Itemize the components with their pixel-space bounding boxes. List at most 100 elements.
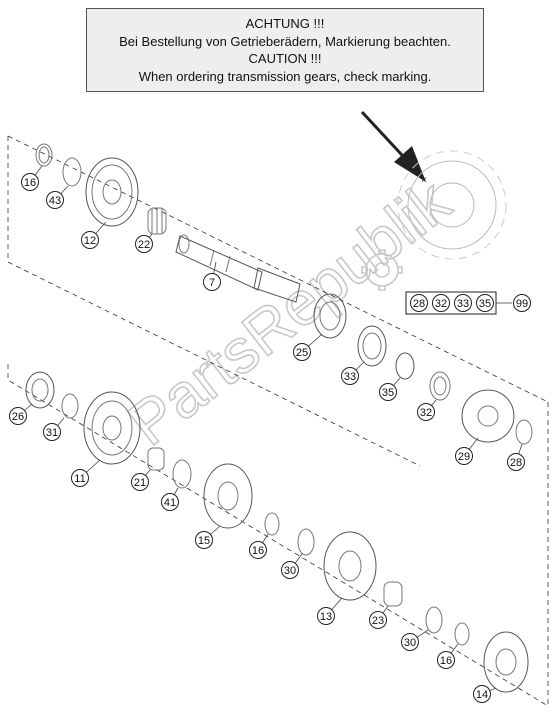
reference-gear-outline (397, 150, 507, 260)
callout-circle (476, 294, 494, 312)
part-main-shaft-7 (175, 234, 301, 303)
callout-label: 33 (457, 298, 469, 310)
callout-label: 30 (284, 565, 296, 577)
callout-circle (317, 607, 335, 625)
part-sprocket-29 (461, 389, 515, 443)
callout-label: 28 (510, 457, 522, 469)
callout-label: 16 (252, 545, 264, 557)
callout-circle (293, 343, 311, 361)
kit-callout-35: 35 (476, 294, 494, 312)
callout-label: 15 (198, 535, 210, 547)
part-spacer-32 (429, 371, 451, 401)
callout-29: 29 (455, 437, 479, 465)
callout-circle (417, 403, 435, 421)
callout-32: 32 (417, 399, 437, 421)
notice-line-achtung: ACHTUNG !!! (245, 16, 325, 31)
callout-label: 25 (296, 347, 308, 359)
part-seal-33 (357, 325, 387, 367)
callout-label: 11 (74, 473, 85, 485)
callout-circle (341, 367, 359, 385)
callout-41: 41 (161, 487, 179, 511)
callout-circle (161, 493, 179, 511)
callout-label: 35 (479, 298, 491, 310)
callout-21: 21 (131, 469, 151, 491)
callout-circle (281, 561, 299, 579)
callout-label: 31 (46, 427, 58, 439)
kit-callout-28: 28 (410, 294, 428, 312)
callout-16: 16 (437, 643, 459, 669)
gear-watermark-icon (361, 249, 403, 291)
callout-28: 28 (507, 443, 525, 471)
part-needle-bearing-23 (383, 581, 403, 607)
callout-16: 16 (21, 165, 43, 191)
callout-label: 32 (420, 407, 432, 419)
callout-label: 16 (440, 655, 452, 667)
callout-circle (43, 423, 61, 441)
callout-circle (379, 383, 397, 401)
part-needle-bearing-22 (147, 207, 167, 235)
part-circlip-16-middle (264, 512, 280, 536)
callout-label: 16 (24, 177, 36, 189)
kit-callout-33: 33 (454, 294, 472, 312)
callout-35: 35 (379, 377, 401, 401)
part-washer-30-middle (297, 528, 315, 556)
part-washer-41 (172, 459, 192, 489)
callout-label: 43 (49, 195, 61, 207)
callout-label: 41 (164, 497, 176, 509)
callout-13: 13 (317, 597, 343, 625)
part-circlip-upper (35, 143, 53, 167)
part-circlip-16-lower (454, 622, 470, 646)
callout-label: 12 (84, 235, 96, 247)
callout-label: 33 (344, 371, 356, 383)
part-bearing-26 (25, 371, 55, 409)
callout-30: 30 (281, 553, 303, 579)
callout-11: 11 (71, 459, 101, 487)
kit-box (405, 291, 512, 315)
callout-circle (135, 235, 153, 253)
callout-circle (203, 273, 221, 291)
caution-notice: ACHTUNG !!! Bei Bestellung von Getrieber… (86, 8, 484, 92)
callout-circle (369, 611, 387, 629)
callout-circle (249, 541, 267, 559)
part-washer-31 (61, 393, 79, 419)
callout-circle (81, 231, 99, 249)
callout-layer: 16 43 12 22 7 25 33 35 32 29 28 26 31 11 21 41 15 16 30 13 2… (9, 165, 531, 703)
callout-15: 15 (195, 525, 221, 549)
callout-circle (454, 294, 472, 312)
callout-label: 26 (12, 411, 24, 423)
callout-7: 7 (203, 261, 221, 291)
part-o-ring-35 (395, 352, 415, 380)
callout-circle (513, 294, 531, 312)
callout-circle (437, 651, 455, 669)
callout-label: 30 (404, 637, 416, 649)
notice-line-german: Bei Bestellung von Getrieberädern, Marki… (119, 33, 451, 49)
callout-label: 29 (458, 451, 470, 463)
part-washer-30-lower (425, 606, 443, 634)
callout-circle (410, 294, 428, 312)
part-gear-12 (85, 157, 139, 227)
callout-label: 14 (476, 689, 488, 701)
callout-12: 12 (81, 221, 107, 249)
part-gear-13 (323, 531, 377, 601)
callout-label: 35 (382, 387, 394, 399)
callout-16: 16 (249, 533, 269, 559)
callout-14: 14 (473, 685, 497, 703)
callout-label: 99 (516, 298, 528, 310)
callout-circle (507, 453, 525, 471)
callout-22: 22 (135, 233, 153, 253)
kit-callout-32: 32 (432, 294, 450, 312)
assembly-frame (7, 135, 549, 707)
callout-circle (71, 469, 89, 487)
callout-label: 32 (435, 298, 447, 310)
callout-circle (432, 294, 450, 312)
callout-31: 31 (43, 417, 65, 441)
callout-label: 13 (320, 611, 332, 623)
callout-circle (21, 173, 39, 191)
part-gear-11 (83, 391, 141, 465)
callout-circle (473, 685, 491, 703)
notice-line-caution: CAUTION !!! (248, 51, 322, 66)
callout-23: 23 (369, 605, 389, 629)
part-gear-15 (203, 463, 253, 529)
callout-label: 7 (209, 277, 215, 289)
